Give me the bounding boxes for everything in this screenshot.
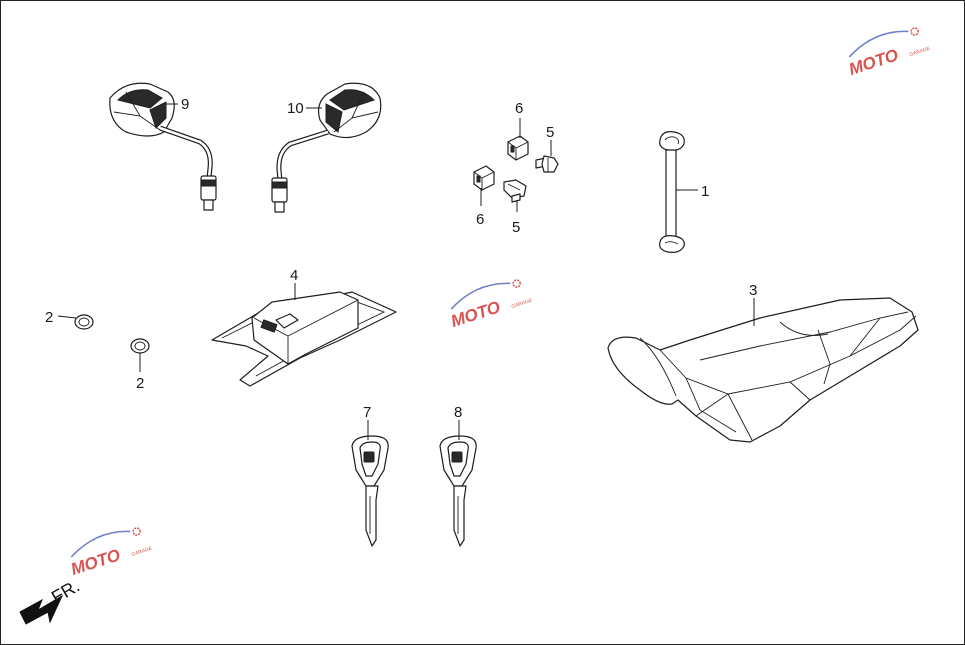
ignition-key-8 (439, 435, 477, 547)
grommet-upper (74, 314, 94, 330)
callout-3: 3 (749, 282, 757, 299)
front-arrow-icon (19, 594, 64, 625)
leader-line-2a (57, 315, 77, 319)
callout-6-upper: 6 (515, 100, 523, 117)
clip-nut-lower (473, 165, 495, 191)
ignition-key-7 (351, 435, 389, 547)
bolt-upper (535, 155, 559, 173)
tool-tray (211, 291, 397, 387)
callout-5-upper: 5 (546, 124, 554, 141)
callout-2-upper: 2 (45, 309, 53, 326)
seat-assembly (607, 297, 919, 443)
callout-1: 1 (701, 183, 709, 200)
callout-9: 9 (181, 96, 189, 113)
callout-4: 4 (290, 267, 298, 284)
callout-10: 10 (287, 100, 304, 117)
right-mirror (271, 82, 382, 213)
seat-strap (659, 131, 685, 253)
callout-5-lower: 5 (512, 219, 520, 236)
bolt-lower (503, 179, 527, 203)
left-mirror (109, 82, 217, 211)
callout-8: 8 (454, 404, 462, 421)
callout-7: 7 (363, 404, 371, 421)
callout-6-lower: 6 (476, 211, 484, 228)
callout-2-lower: 2 (136, 375, 144, 392)
grommet-lower (130, 338, 150, 354)
